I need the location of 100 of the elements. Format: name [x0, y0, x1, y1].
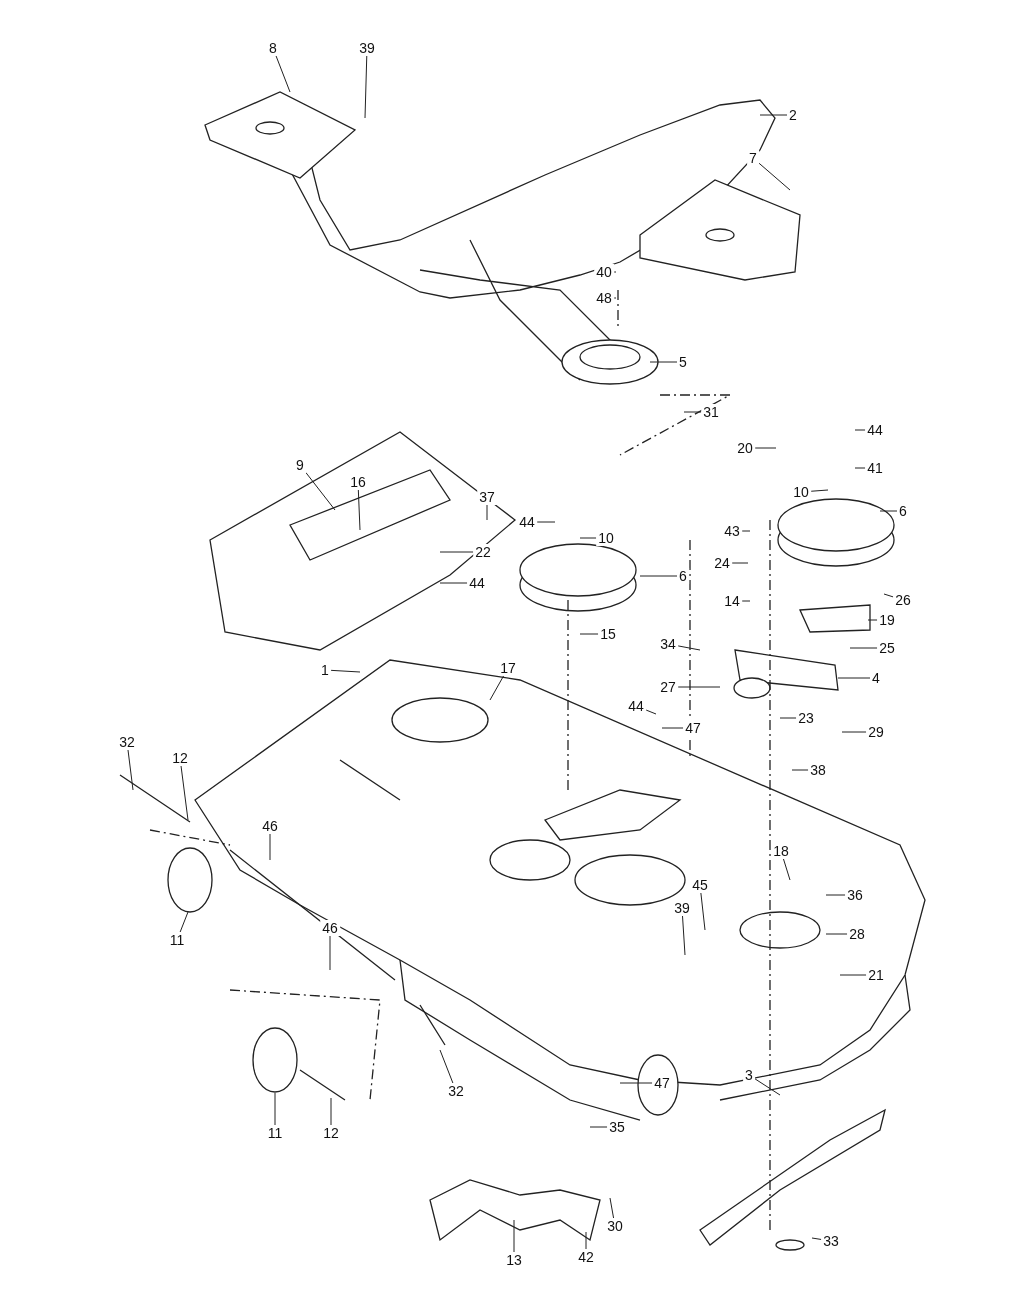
callout-number: 43 [722, 523, 742, 539]
leader-line [609, 1197, 615, 1219]
callout-number: 44 [626, 698, 646, 714]
leader-line [783, 858, 791, 881]
callout-number: 47 [652, 1075, 672, 1091]
callout-number: 32 [446, 1083, 466, 1099]
leader-line [754, 1078, 781, 1096]
leader-line [613, 297, 617, 299]
leader-line [645, 709, 657, 715]
leader-line [305, 472, 336, 511]
leader-line [536, 521, 556, 523]
leader-line [677, 645, 701, 651]
leader-line [841, 731, 867, 733]
leader-line [589, 1126, 608, 1128]
leader-line [649, 361, 678, 363]
callout-number: 10 [596, 530, 616, 546]
callout-number: 42 [576, 1249, 596, 1265]
leader-line [357, 489, 361, 531]
callout-number: 40 [594, 264, 614, 280]
callout-number: 38 [808, 762, 828, 778]
callout-number: 44 [517, 514, 537, 530]
callout-number: 46 [320, 920, 340, 936]
leader-line [330, 1097, 332, 1126]
callout-number: 19 [877, 612, 897, 628]
callout-number: 1 [319, 662, 331, 678]
leader-line [269, 833, 271, 861]
leader-line [854, 467, 866, 469]
leader-line [661, 727, 684, 729]
callout-number: 12 [321, 1125, 341, 1141]
callout-number: 18 [771, 843, 791, 859]
callout-number: 4 [870, 670, 882, 686]
callout-number: 3 [743, 1067, 755, 1083]
leader-line [489, 675, 504, 701]
callout-number: 15 [598, 626, 618, 642]
callout-number: 31 [701, 404, 721, 420]
callout-number: 35 [607, 1119, 627, 1135]
leader-line [879, 510, 898, 512]
callout-number: 46 [260, 818, 280, 834]
leader-line [759, 114, 788, 116]
callout-number: 28 [847, 926, 867, 942]
leader-line [883, 593, 894, 598]
callout-number: 8 [267, 40, 279, 56]
callout-number: 39 [672, 900, 692, 916]
leader-line [275, 55, 291, 93]
callout-number: 21 [866, 967, 886, 983]
leader-line [683, 411, 702, 413]
leader-line [439, 1049, 454, 1084]
leader-line [700, 892, 706, 931]
callout-number: 32 [117, 734, 137, 750]
leader-line [741, 600, 751, 602]
leader-line [854, 429, 866, 431]
callout-number: 41 [865, 460, 885, 476]
leader-line [811, 1237, 822, 1240]
callout-number: 2 [787, 107, 799, 123]
callout-number: 37 [477, 489, 497, 505]
leader-line [758, 162, 791, 191]
callout-number: 45 [690, 877, 710, 893]
leader-line [791, 769, 809, 771]
callout-number: 11 [167, 932, 187, 948]
callout-number: 20 [735, 440, 755, 456]
callout-number: 36 [845, 887, 865, 903]
callout-number: 30 [605, 1218, 625, 1234]
leader-line [579, 537, 597, 539]
callout-number: 7 [747, 150, 759, 166]
leader-line [513, 1219, 515, 1253]
callout-number: 33 [821, 1233, 841, 1249]
callout-number: 9 [294, 457, 306, 473]
leader-line [486, 504, 488, 521]
leader-line [619, 1082, 653, 1084]
leader-line [364, 55, 368, 119]
leader-line [127, 749, 134, 791]
leader-line [825, 933, 848, 935]
leader-line [754, 447, 777, 449]
callout-number: 44 [865, 422, 885, 438]
leader-line [639, 575, 678, 577]
callout-number: 34 [658, 636, 678, 652]
leader-line [439, 551, 474, 553]
leader-line [180, 765, 189, 821]
leader-line [329, 935, 331, 971]
callout-number: 6 [897, 503, 909, 519]
leader-line [779, 717, 797, 719]
leader-line [825, 894, 846, 896]
callout-number: 27 [658, 679, 678, 695]
callout-number: 26 [893, 592, 913, 608]
callout-number: 24 [712, 555, 732, 571]
callout-number: 48 [594, 290, 614, 306]
leader-line [837, 677, 871, 679]
leader-line [810, 489, 829, 492]
callout-number: 39 [357, 40, 377, 56]
leader-line [274, 1092, 276, 1126]
callout-number: 47 [683, 720, 703, 736]
callout-number: 12 [170, 750, 190, 766]
leader-line [613, 271, 617, 273]
leader-line [682, 915, 686, 956]
callout-number: 23 [796, 710, 816, 726]
callout-number: 16 [348, 474, 368, 490]
callout-number: 17 [498, 660, 518, 676]
callout-number: 11 [265, 1125, 285, 1141]
leader-line [867, 619, 878, 621]
callout-number: 29 [866, 724, 886, 740]
